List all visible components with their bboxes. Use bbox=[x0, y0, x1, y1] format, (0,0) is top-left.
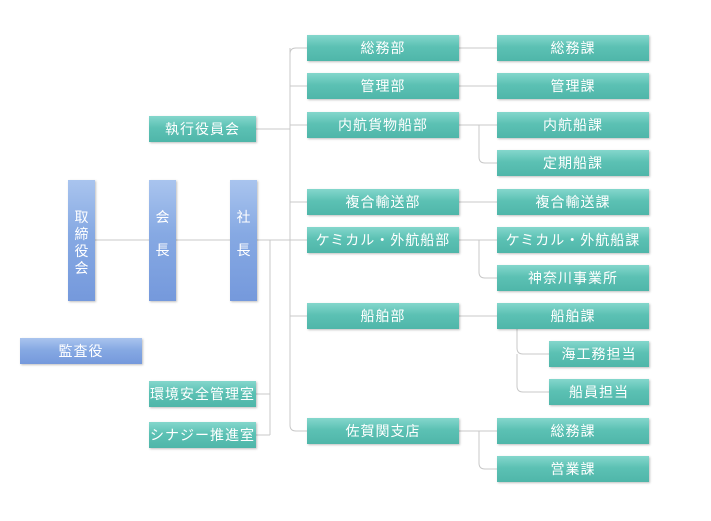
crew-affairs: 船員担当 bbox=[549, 379, 649, 405]
dept-domestic-cargo: 内航貨物船部 bbox=[307, 112, 459, 138]
sec-multimodal: 複合輸送課 bbox=[497, 189, 649, 215]
board-of-directors: 取締 役会 bbox=[68, 180, 95, 301]
sec-domestic: 内航船課 bbox=[497, 112, 649, 138]
dept-vessel: 船舶部 bbox=[307, 303, 459, 329]
sec-management: 管理課 bbox=[497, 73, 649, 99]
sec-branch-general-affairs: 総務課 bbox=[497, 418, 649, 444]
marine-engineering: 海工務担当 bbox=[549, 341, 649, 367]
president: 社長 bbox=[230, 180, 257, 301]
sec-scheduled: 定期船課 bbox=[497, 150, 649, 176]
dept-saga-branch: 佐賀関支店 bbox=[307, 418, 459, 444]
sec-vessel: 船舶課 bbox=[497, 303, 649, 329]
dept-multimodal: 複合輸送部 bbox=[307, 189, 459, 215]
environment-safety-office: 環境安全管理室 bbox=[149, 381, 256, 407]
kanagawa-office: 神奈川事業所 bbox=[497, 265, 649, 291]
sec-sales: 営業課 bbox=[497, 456, 649, 482]
sec-chemical: ケミカル・外航船課 bbox=[497, 227, 649, 253]
auditor: 監査役 bbox=[20, 338, 142, 364]
synergy-promotion-office: シナジー推進室 bbox=[149, 422, 256, 448]
chairman: 会長 bbox=[149, 180, 176, 301]
executive-officers-meeting: 執行役員会 bbox=[149, 116, 256, 142]
dept-management: 管理部 bbox=[307, 73, 459, 99]
dept-general-affairs: 総務部 bbox=[307, 35, 459, 61]
sec-general-affairs: 総務課 bbox=[497, 35, 649, 61]
dept-chemical-foreign: ケミカル・外航船部 bbox=[307, 227, 459, 253]
